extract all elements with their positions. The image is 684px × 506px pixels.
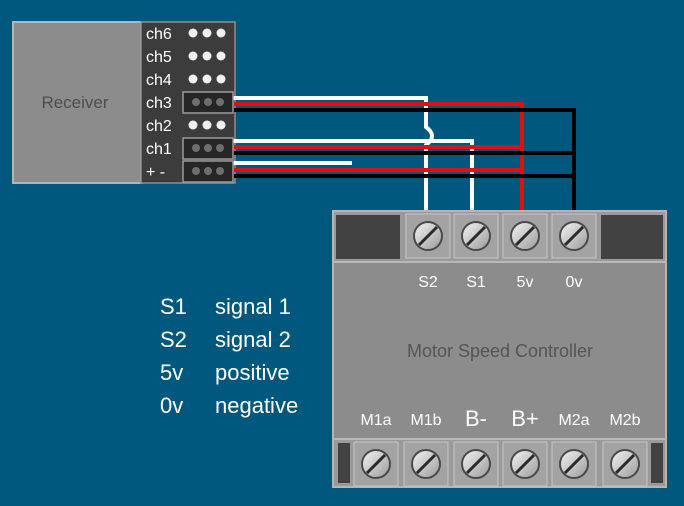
- header-pin: [188, 51, 198, 61]
- screw-slot: [465, 225, 487, 247]
- top-screws: [405, 213, 597, 259]
- bottom-terminal-label: M1b: [410, 412, 441, 429]
- terminal-screw: [502, 441, 548, 487]
- plug-pin: [192, 167, 200, 175]
- wires: [233, 96, 576, 210]
- header-pin: [188, 120, 198, 130]
- screw-slot: [563, 453, 585, 475]
- receiver-label: Receiver: [41, 93, 108, 112]
- bottom-terminal-label: B-: [465, 406, 487, 431]
- legend-entry: S2 signal 2: [160, 327, 291, 352]
- terminal-screw: [453, 441, 499, 487]
- channel-plug: [182, 160, 234, 183]
- channel-label: + -: [146, 164, 165, 181]
- screw-slot: [614, 453, 636, 475]
- legend-entry: S1 signal 1: [160, 294, 291, 319]
- terminal-screw: [453, 213, 499, 259]
- screw-slot: [365, 453, 387, 475]
- channel-label: ch5: [146, 49, 172, 66]
- terminal-screw: [405, 213, 451, 259]
- legend-abbr: 0v: [160, 393, 183, 418]
- top-strip-block-right: [601, 215, 663, 259]
- terminal-screw: [551, 213, 597, 259]
- legend-entry: 5v positive: [160, 360, 290, 385]
- legend-meaning: negative: [215, 393, 298, 418]
- top-terminal-label: 0v: [566, 274, 583, 291]
- header-pin: [216, 28, 226, 38]
- terminal-screw: [602, 441, 648, 487]
- channel-label: ch1: [146, 141, 172, 158]
- screw-slot: [417, 225, 439, 247]
- terminal-screw: [353, 441, 399, 487]
- bottom-terminal-label: M2a: [558, 412, 589, 429]
- plug-pin: [216, 167, 224, 175]
- screw-slot: [563, 225, 585, 247]
- legend-meaning: signal 1: [215, 294, 291, 319]
- top-terminal-label: S1: [466, 274, 486, 291]
- wire-ch3-positive: [233, 102, 524, 210]
- wire-ch1-signal: [233, 139, 474, 210]
- top-strip-block-left: [336, 215, 400, 259]
- bottom-screws: [353, 441, 648, 487]
- plug-pin: [204, 167, 212, 175]
- screw-slot: [415, 453, 437, 475]
- controller-label: Motor Speed Controller: [407, 341, 593, 361]
- screw-slot: [465, 453, 487, 475]
- bottom-strip-block-left: [338, 443, 350, 483]
- header-pin: [202, 120, 212, 130]
- channel-label: ch6: [146, 26, 172, 43]
- bottom-terminal-label: B+: [511, 406, 539, 431]
- header-pin: [216, 74, 226, 84]
- plug-pin: [204, 98, 212, 106]
- bottom-terminal-label: M1a: [360, 412, 391, 429]
- screw-slot: [514, 225, 536, 247]
- header-pin: [216, 120, 226, 130]
- header-pin: [202, 51, 212, 61]
- channel-label: ch4: [146, 72, 172, 89]
- top-terminal-label: 5v: [517, 274, 534, 291]
- receiver-body: [12, 21, 142, 184]
- terminal-screw: [502, 213, 548, 259]
- channel-label: ch3: [146, 95, 172, 112]
- legend-meaning: positive: [215, 360, 290, 385]
- plugs: [182, 91, 234, 183]
- plug-pin: [204, 144, 212, 152]
- header-pin: [188, 74, 198, 84]
- channel-rows: ch6 ch5 ch4 ch3 ch2 ch1 + -: [146, 26, 226, 181]
- legend-abbr: S2: [160, 327, 187, 352]
- top-terminal-label: S2: [418, 274, 438, 291]
- motor-speed-controller: Motor Speed Controller S2 S1 5v 0v M1a M1b B-…: [332, 210, 667, 488]
- bottom-terminal-label: M2b: [609, 412, 640, 429]
- legend-abbr: 5v: [160, 360, 183, 385]
- legend: S1 signal 1 S2 signal 2 5v positive 0v negative: [160, 294, 298, 418]
- channel-plug: [182, 137, 234, 160]
- header-pin: [202, 28, 212, 38]
- plug-pin: [216, 144, 224, 152]
- screw-slot: [514, 453, 536, 475]
- channel-label: ch2: [146, 118, 172, 135]
- header-pin: [202, 74, 212, 84]
- header-pin: [188, 28, 198, 38]
- terminal-screw: [551, 441, 597, 487]
- wire-ch3-signal: [233, 96, 434, 210]
- header-pin: [216, 51, 226, 61]
- bottom-strip-block-right: [651, 443, 663, 483]
- legend-meaning: signal 2: [215, 327, 291, 352]
- channel-plug: [182, 91, 234, 114]
- plug-pin: [192, 98, 200, 106]
- legend-entry: 0v negative: [160, 393, 298, 418]
- terminal-screw: [403, 441, 449, 487]
- legend-abbr: S1: [160, 294, 187, 319]
- plug-pin: [216, 98, 224, 106]
- plug-pin: [192, 144, 200, 152]
- top-terminal-labels: S2 S1 5v 0v: [418, 274, 582, 291]
- bottom-terminal-labels: M1a M1b B- B+ M2a M2b: [360, 406, 640, 431]
